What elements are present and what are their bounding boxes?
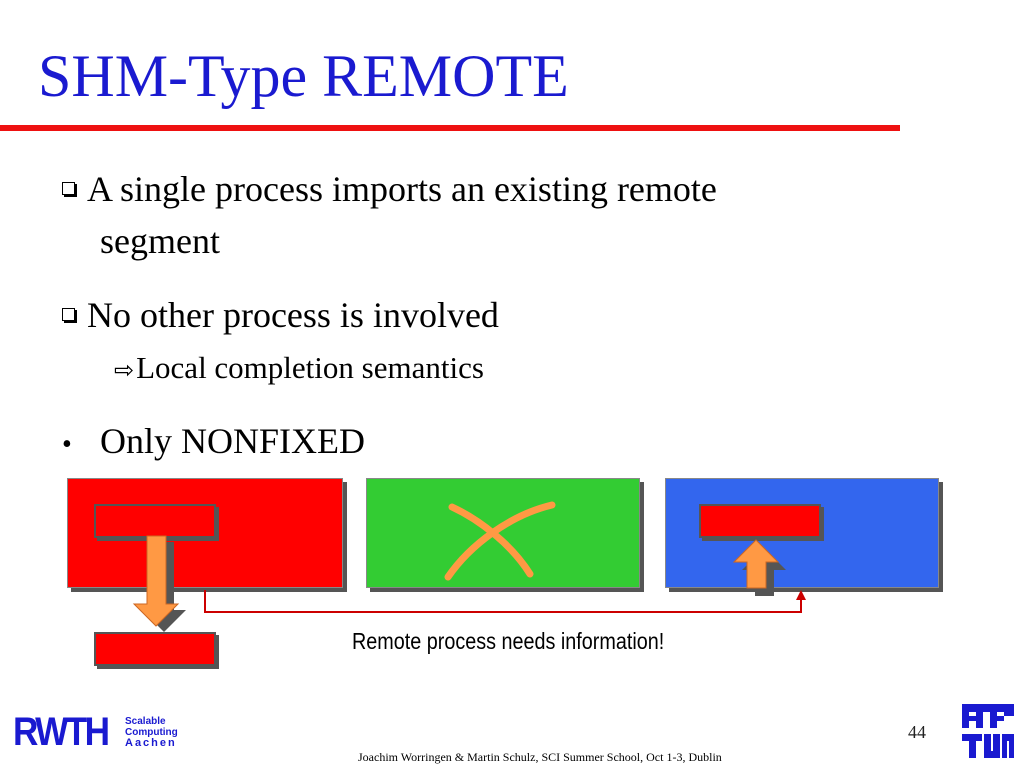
rwth-subtitle-line: Aachen <box>125 737 177 749</box>
title-rule <box>0 125 900 131</box>
dot-bullet-icon: • <box>62 429 72 460</box>
local-segment-copy <box>94 632 216 666</box>
rwth-subtitle-line: Computing <box>125 727 178 738</box>
bullet-1-text-cont: segment <box>100 221 220 261</box>
rwth-logo-subtitle: Scalable Computing Aachen <box>125 716 195 749</box>
bullet-3: • Only NONFIXED <box>62 414 365 472</box>
checkbox-bullet-icon <box>62 308 75 322</box>
diagram-annotation: Remote process needs information! <box>352 628 665 654</box>
bullet-2-text: No other process is involved <box>87 295 499 335</box>
bullet-1: A single process imports an existing rem… <box>62 162 922 216</box>
bullet-2: No other process is involved <box>62 288 499 342</box>
blue-imported-segment <box>699 504 821 538</box>
slide-title: SHM-Type REMOTE <box>38 43 569 109</box>
sub-bullet-text: Local completion semantics <box>136 350 484 385</box>
checkbox-bullet-icon <box>62 182 75 196</box>
info-connector-line <box>204 590 806 613</box>
red-segment-outline <box>94 504 216 538</box>
green-process-box <box>366 478 640 588</box>
bullet-1-text: A single process imports an existing rem… <box>87 169 717 209</box>
rwth-logo-text: RWTH <box>13 710 110 754</box>
bullet-3-text: Only NONFIXED <box>100 421 365 461</box>
rwth-logo: RWTH Scalable Computing Aachen <box>13 710 178 754</box>
sub-bullet: ⇨Local completion semantics <box>114 348 484 390</box>
page-number: 44 <box>908 722 926 742</box>
rwth-subtitle-line: Scalable <box>125 716 166 727</box>
arrow-bullet-icon: ⇨ <box>114 356 135 384</box>
slide-footer: Joachim Worringen & Martin Schulz, SCI S… <box>358 750 722 764</box>
tum-logo <box>962 704 1014 758</box>
